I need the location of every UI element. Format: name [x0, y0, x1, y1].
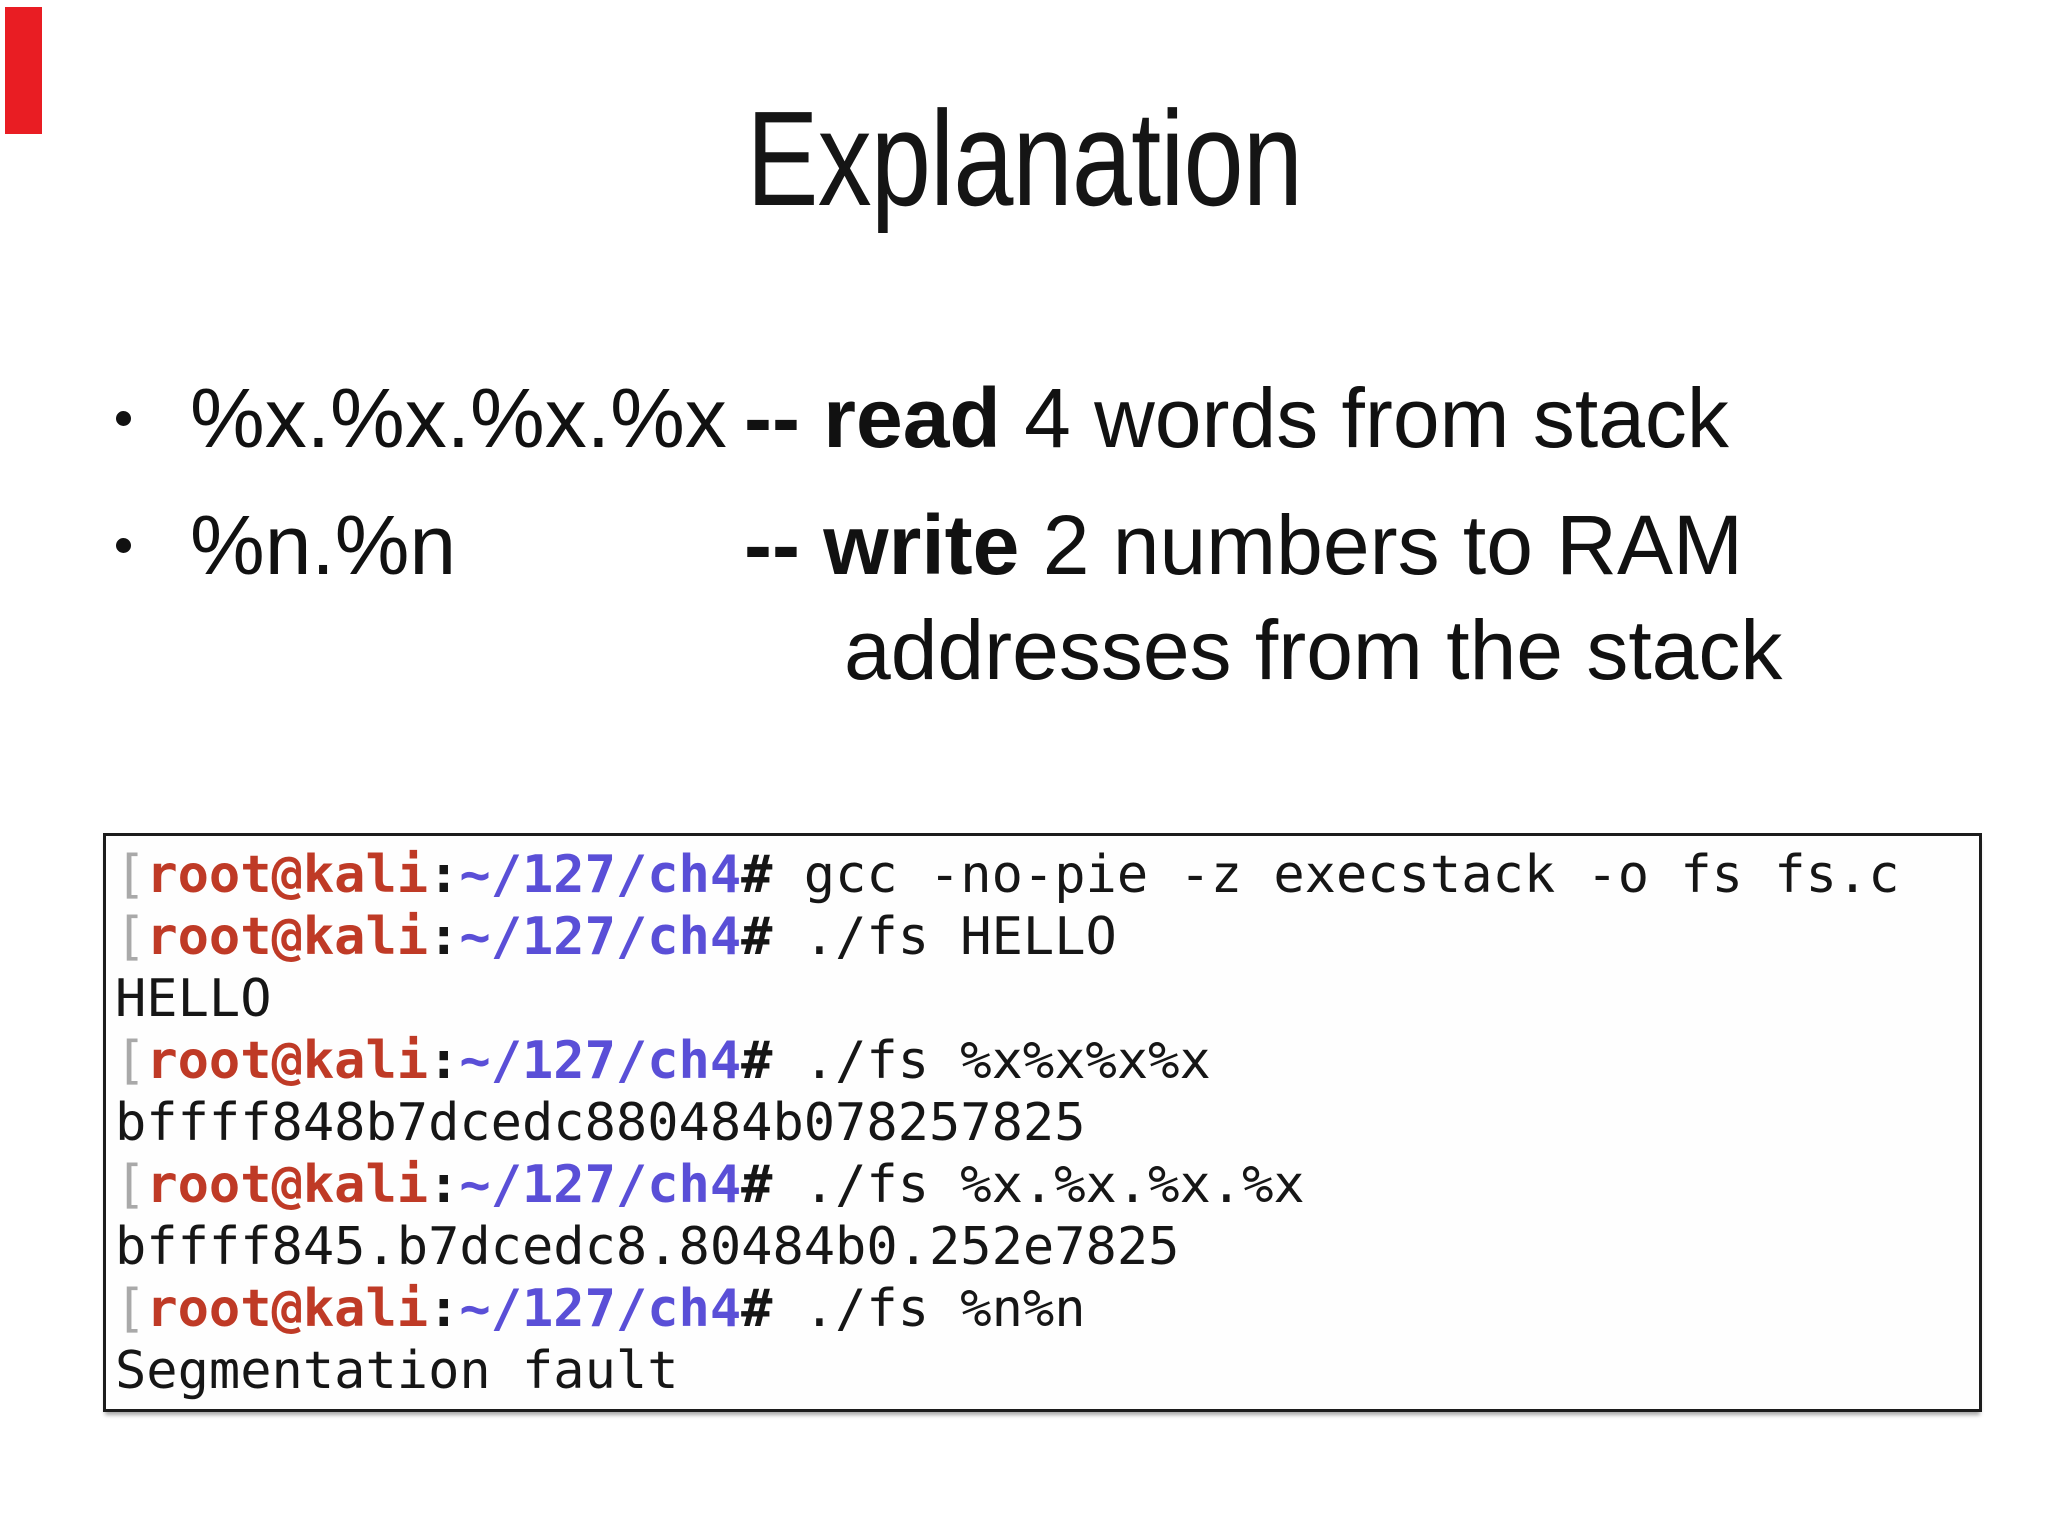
prompt-bracket: [	[115, 1155, 147, 1215]
prompt-user: root@kali	[146, 845, 429, 905]
prompt-user: root@kali	[146, 1031, 429, 1091]
prompt-path: ~/127/ch4	[459, 907, 742, 967]
bullet-desc: -- read 4 words from stack	[744, 366, 1729, 471]
bullet-dot	[116, 411, 131, 426]
prompt-path: ~/127/ch4	[459, 1155, 742, 1215]
prompt-bracket: [	[115, 845, 147, 905]
terminal-line: [root@kali:~/127/ch4# ./fs %x.%x.%x.%x	[115, 1154, 1979, 1216]
bullet-item: %x.%x.%x.%x-- read 4 words from stack	[108, 366, 1782, 471]
terminal-line: bffff845.b7dcedc8.80484b0.252e7825	[115, 1216, 1979, 1278]
prompt-hash: #	[741, 1279, 773, 1339]
prompt-path: ~/127/ch4	[459, 845, 742, 905]
prompt-bracket: [	[115, 907, 147, 967]
terminal-line: HELLO	[115, 968, 1979, 1030]
prompt-colon: :	[428, 845, 460, 905]
command-text: ./fs %x.%x.%x.%x	[772, 1155, 1305, 1215]
prompt-colon: :	[428, 1155, 460, 1215]
bullet-continuation: addresses from the stack	[844, 603, 1783, 697]
bullet-item: %n.%n -- write 2 numbers to RAM addresses …	[108, 493, 1782, 703]
terminal-line: [root@kali:~/127/ch4# gcc -no-pie -z exe…	[115, 844, 1979, 906]
prompt-hash: #	[741, 907, 773, 967]
prompt-colon: :	[428, 907, 460, 967]
output-text: bffff848b7dcedc880484b078257825	[115, 1093, 1086, 1153]
command-text: ./fs %n%n	[772, 1279, 1086, 1339]
prompt-path: ~/127/ch4	[459, 1279, 742, 1339]
terminal-line: [root@kali:~/127/ch4# ./fs %n%n	[115, 1278, 1979, 1340]
page-title: Explanation	[0, 78, 2048, 240]
red-accent-bar	[5, 7, 42, 134]
bullet-keyword: read	[823, 371, 1001, 465]
prompt-user: root@kali	[146, 907, 429, 967]
command-text: gcc -no-pie -z execstack -o fs fs.c	[772, 845, 1900, 905]
command-text: ./fs HELLO	[772, 907, 1117, 967]
prompt-user: root@kali	[146, 1155, 429, 1215]
command-text: ./fs %x%x%x%x	[772, 1031, 1211, 1091]
prompt-colon: :	[428, 1031, 460, 1091]
prompt-hash: #	[741, 1031, 773, 1091]
bullet-dashes: --	[744, 371, 824, 465]
output-text: HELLO	[115, 969, 272, 1029]
output-text: bffff845.b7dcedc8.80484b0.252e7825	[115, 1217, 1180, 1277]
terminal-line: [root@kali:~/127/ch4# ./fs %x%x%x%x	[115, 1030, 1979, 1092]
bullet-keyword: write	[823, 498, 1020, 592]
bullet-list: %x.%x.%x.%x-- read 4 words from stack %n.…	[108, 366, 1782, 703]
prompt-hash: #	[741, 1155, 773, 1215]
terminal-screenshot: [root@kali:~/127/ch4# gcc -no-pie -z exe…	[103, 833, 1982, 1412]
bullet-dot	[116, 538, 131, 553]
prompt-bracket: [	[115, 1031, 147, 1091]
bullet-rest: 2 numbers to RAM	[1019, 498, 1743, 592]
bullet-dashes: --	[744, 498, 824, 592]
terminal-line: [root@kali:~/127/ch4# ./fs HELLO	[115, 906, 1979, 968]
bullet-rest: 4 words from stack	[1000, 371, 1729, 465]
terminal-line: Segmentation fault	[115, 1340, 1979, 1402]
prompt-bracket: [	[115, 1279, 147, 1339]
output-text: Segmentation fault	[115, 1341, 679, 1401]
prompt-path: ~/127/ch4	[459, 1031, 742, 1091]
bullet-term: %n.%n	[190, 498, 457, 592]
bullet-desc: -- write 2 numbers to RAM addresses from …	[744, 493, 1782, 703]
prompt-user: root@kali	[146, 1279, 429, 1339]
prompt-colon: :	[428, 1279, 460, 1339]
bullet-term: %x.%x.%x.%x	[190, 371, 727, 465]
terminal-line: bffff848b7dcedc880484b078257825	[115, 1092, 1979, 1154]
prompt-hash: #	[741, 845, 773, 905]
page-title-text: Explanation	[746, 83, 1302, 234]
